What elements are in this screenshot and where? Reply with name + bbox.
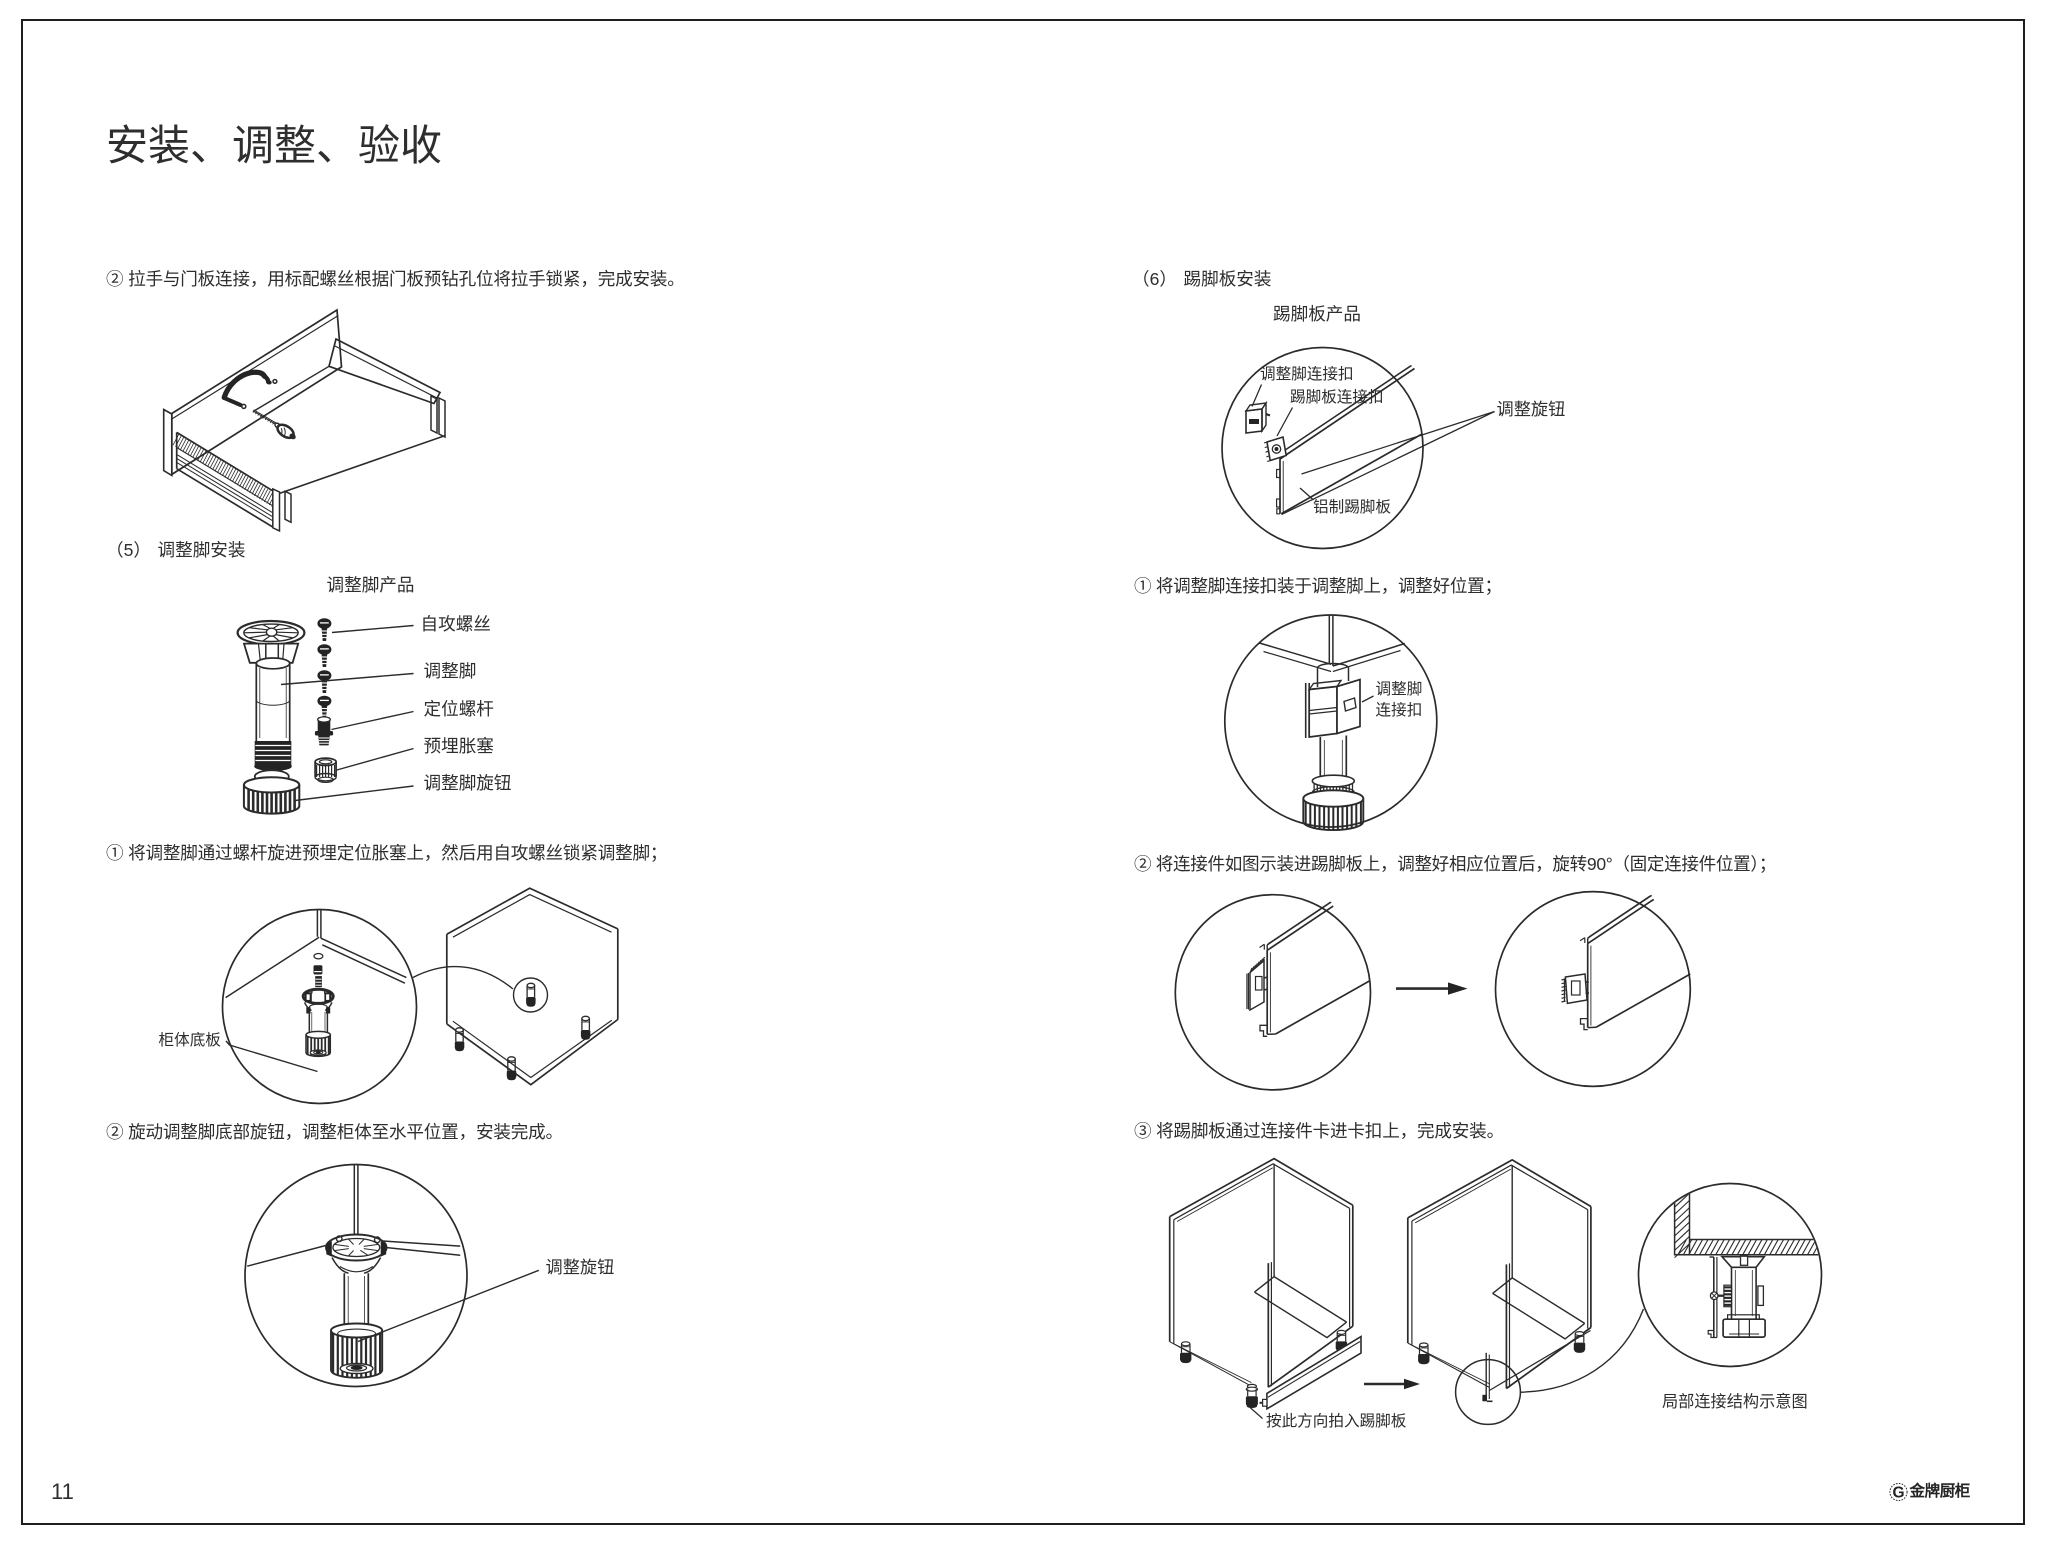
svg-text:G: G <box>1892 1484 1904 1501</box>
